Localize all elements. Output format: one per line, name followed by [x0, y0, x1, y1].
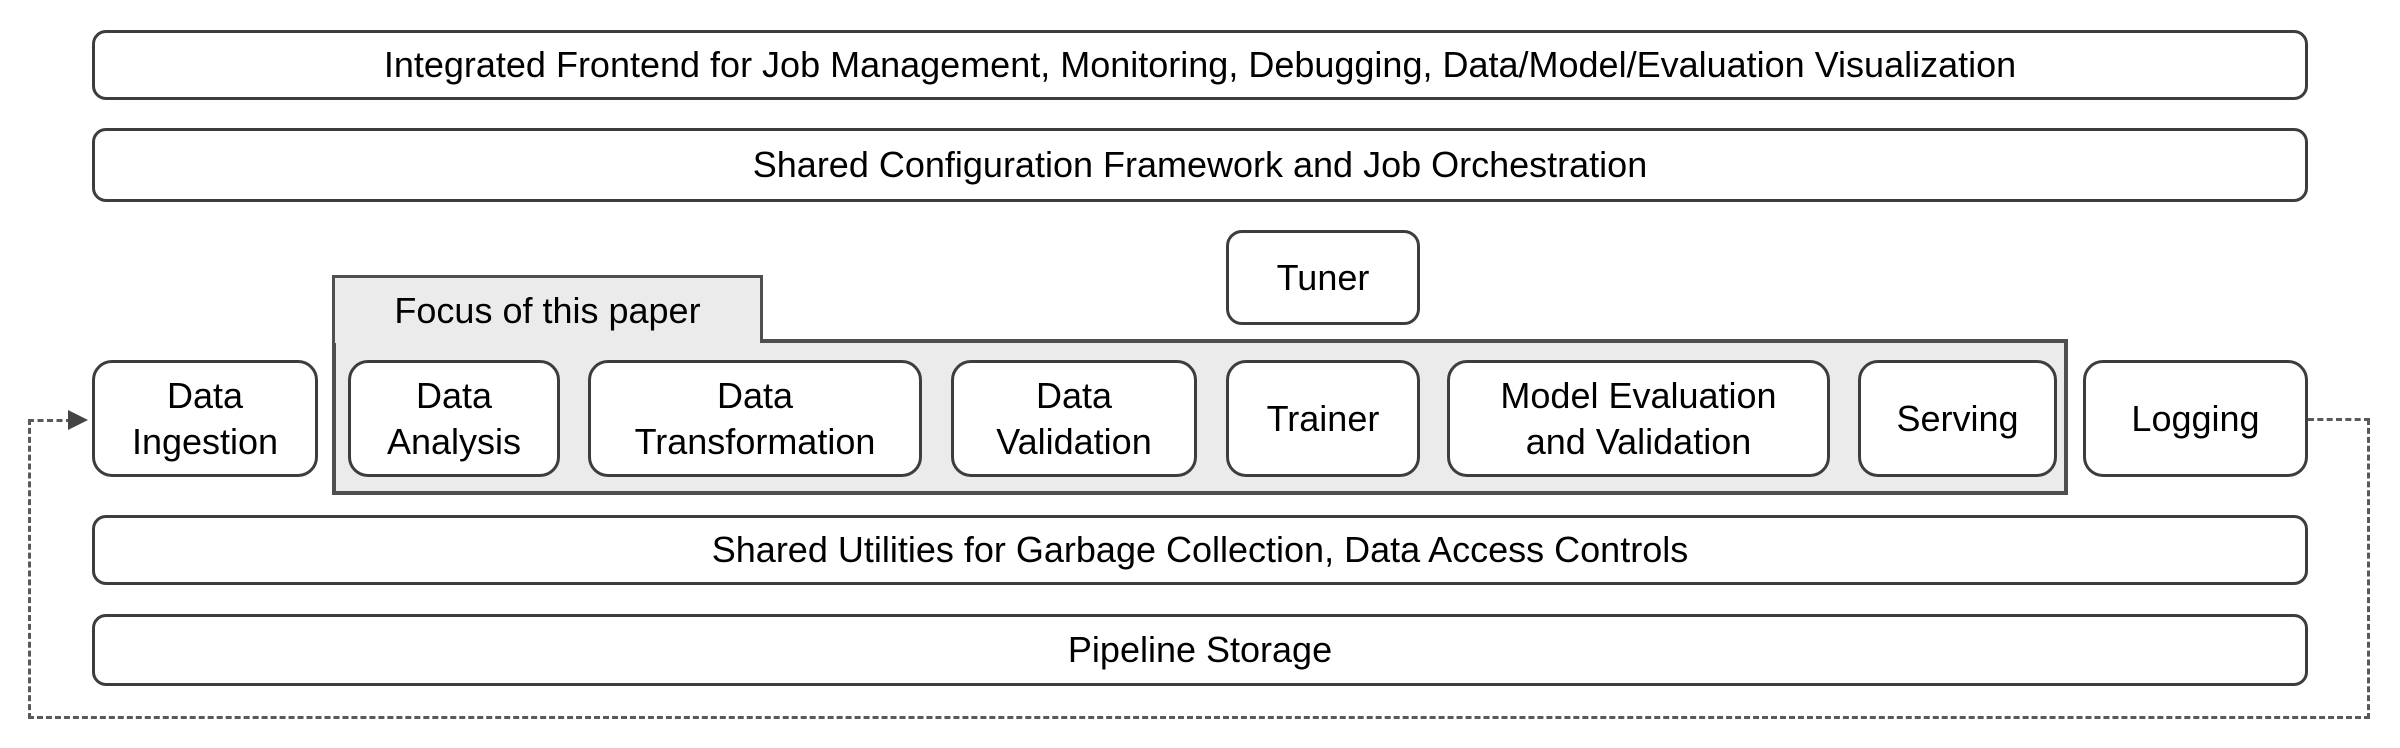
pipeline-storage-bar: Pipeline Storage	[92, 614, 2308, 686]
focus-group-label: Focus of this paper	[394, 289, 701, 331]
component-data-transformation: Data Transformation	[588, 360, 922, 477]
component-data-validation: Data Validation	[951, 360, 1197, 477]
component-logging: Logging	[2083, 360, 2308, 477]
component-data-ingestion: Data Ingestion	[92, 360, 318, 477]
feedback-loop-arrowhead-icon	[68, 410, 88, 430]
feedback-loop-left-segment	[28, 419, 72, 422]
component-model-evaluation-validation: Model Evaluation and Validation	[1447, 360, 1830, 477]
component-serving: Serving	[1858, 360, 2057, 477]
shared-utilities-bar: Shared Utilities for Garbage Collection,…	[92, 515, 2308, 585]
focus-group-tab: Focus of this paper	[332, 275, 763, 343]
component-data-analysis: Data Analysis	[348, 360, 560, 477]
integrated-frontend-bar: Integrated Frontend for Job Management, …	[92, 30, 2308, 100]
feedback-loop-dashed-line	[28, 419, 2370, 719]
shared-configuration-bar: Shared Configuration Framework and Job O…	[92, 128, 2308, 202]
feedback-loop-right-segment	[2308, 418, 2370, 421]
component-tuner: Tuner	[1226, 230, 1420, 325]
component-trainer: Trainer	[1226, 360, 1420, 477]
